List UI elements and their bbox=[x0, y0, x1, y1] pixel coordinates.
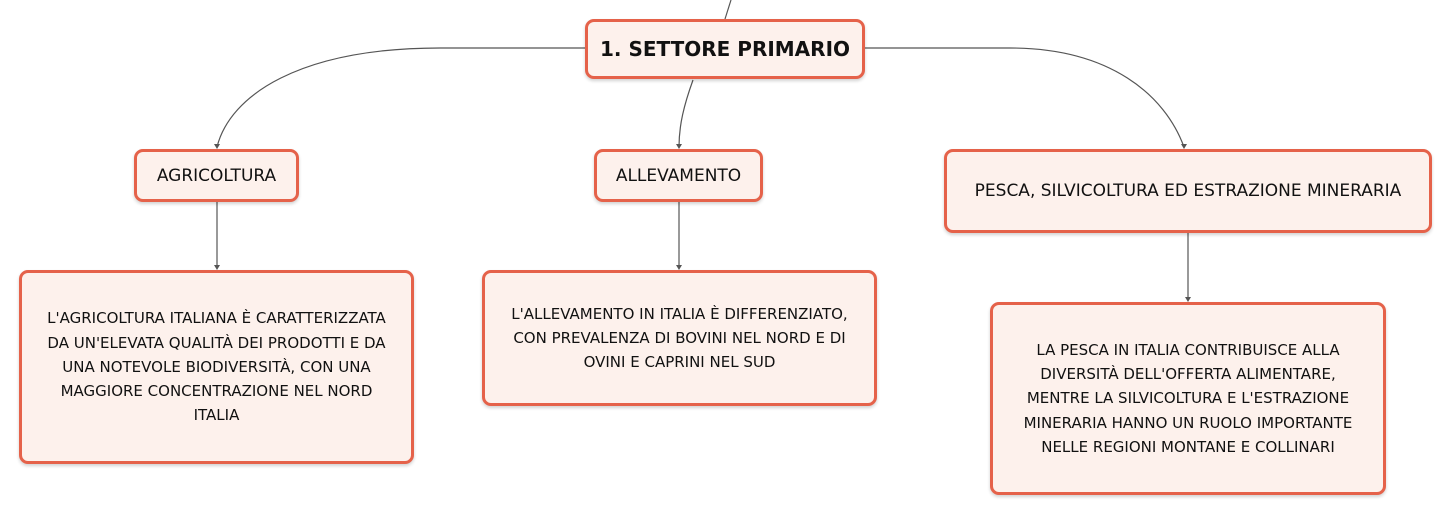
description-line: MINERARIA HANNO UN RUOLO IMPORTANTE bbox=[1023, 413, 1353, 432]
branch-label-agricoltura: AGRICOLTURA bbox=[156, 165, 277, 186]
connector-parent-to-root bbox=[724, 0, 732, 20]
description-line: L'ALLEVAMENTO IN ITALIA È DIFFERENZIATO, bbox=[511, 304, 848, 323]
branch-label-pesca: PESCA, SILVICOLTURA ED ESTRAZIONE MINERA… bbox=[974, 181, 1402, 201]
connector-root-to-agricoltura bbox=[216, 47, 585, 148]
connector-root-to-allevamento bbox=[678, 79, 694, 148]
arrowhead-agricoltura-desc bbox=[214, 265, 220, 270]
description-line: MENTRE LA SILVICOLTURA E L'ESTRAZIONE bbox=[1026, 389, 1350, 408]
arrowhead-pesca bbox=[1181, 144, 1187, 149]
description-node-pesca[interactable]: LA PESCA IN ITALIA CONTRIBUISCE ALLA DIV… bbox=[990, 302, 1386, 495]
description-line: NELLE REGIONI MONTANE E COLLINARI bbox=[1041, 437, 1335, 456]
description-line: CON PREVALENZA DI BOVINI NEL NORD E DI bbox=[513, 328, 846, 347]
description-text-allevamento: L'ALLEVAMENTO IN ITALIA È DIFFERENZIATO,… bbox=[511, 302, 847, 375]
root-node[interactable]: 1. SETTORE PRIMARIO bbox=[585, 19, 865, 79]
arrowhead-pesca-desc bbox=[1185, 297, 1191, 302]
description-line: DIVERSITÀ DELL'OFFERTA ALIMENTARE, bbox=[1040, 365, 1336, 384]
branch-node-allevamento[interactable]: ALLEVAMENTO bbox=[594, 149, 763, 202]
arrowhead-allevamento bbox=[676, 144, 682, 149]
description-line: UNA NOTEVOLE BIODIVERSITÀ, CON UNA bbox=[62, 357, 371, 376]
description-line: L'AGRICOLTURA ITALIANA È CARATTERIZZATA bbox=[47, 309, 386, 328]
description-text-agricoltura: L'AGRICOLTURA ITALIANA È CARATTERIZZATA … bbox=[47, 306, 386, 427]
branch-label-allevamento: ALLEVAMENTO bbox=[615, 165, 742, 186]
description-line: ITALIA bbox=[193, 406, 240, 425]
branch-node-agricoltura[interactable]: AGRICOLTURA bbox=[134, 149, 299, 202]
branch-node-pesca[interactable]: PESCA, SILVICOLTURA ED ESTRAZIONE MINERA… bbox=[944, 149, 1432, 233]
description-line: OVINI E CAPRINI NEL SUD bbox=[583, 353, 776, 372]
root-title: 1. SETTORE PRIMARIO bbox=[599, 37, 851, 61]
arrowhead-agricoltura bbox=[214, 144, 220, 149]
description-node-agricoltura[interactable]: L'AGRICOLTURA ITALIANA È CARATTERIZZATA … bbox=[19, 270, 414, 464]
description-line: LA PESCA IN ITALIA CONTRIBUISCE ALLA bbox=[1036, 340, 1340, 359]
description-node-allevamento[interactable]: L'ALLEVAMENTO IN ITALIA È DIFFERENZIATO,… bbox=[482, 270, 877, 406]
description-text-pesca: LA PESCA IN ITALIA CONTRIBUISCE ALLA DIV… bbox=[1024, 338, 1353, 459]
description-line: MAGGIORE CONCENTRAZIONE NEL NORD bbox=[60, 382, 373, 401]
arrowhead-allevamento-desc bbox=[676, 265, 682, 270]
connector-root-to-pesca bbox=[865, 47, 1185, 148]
description-line: DA UN'ELEVATA QUALITÀ DEI PRODOTTI E DA bbox=[47, 333, 386, 352]
